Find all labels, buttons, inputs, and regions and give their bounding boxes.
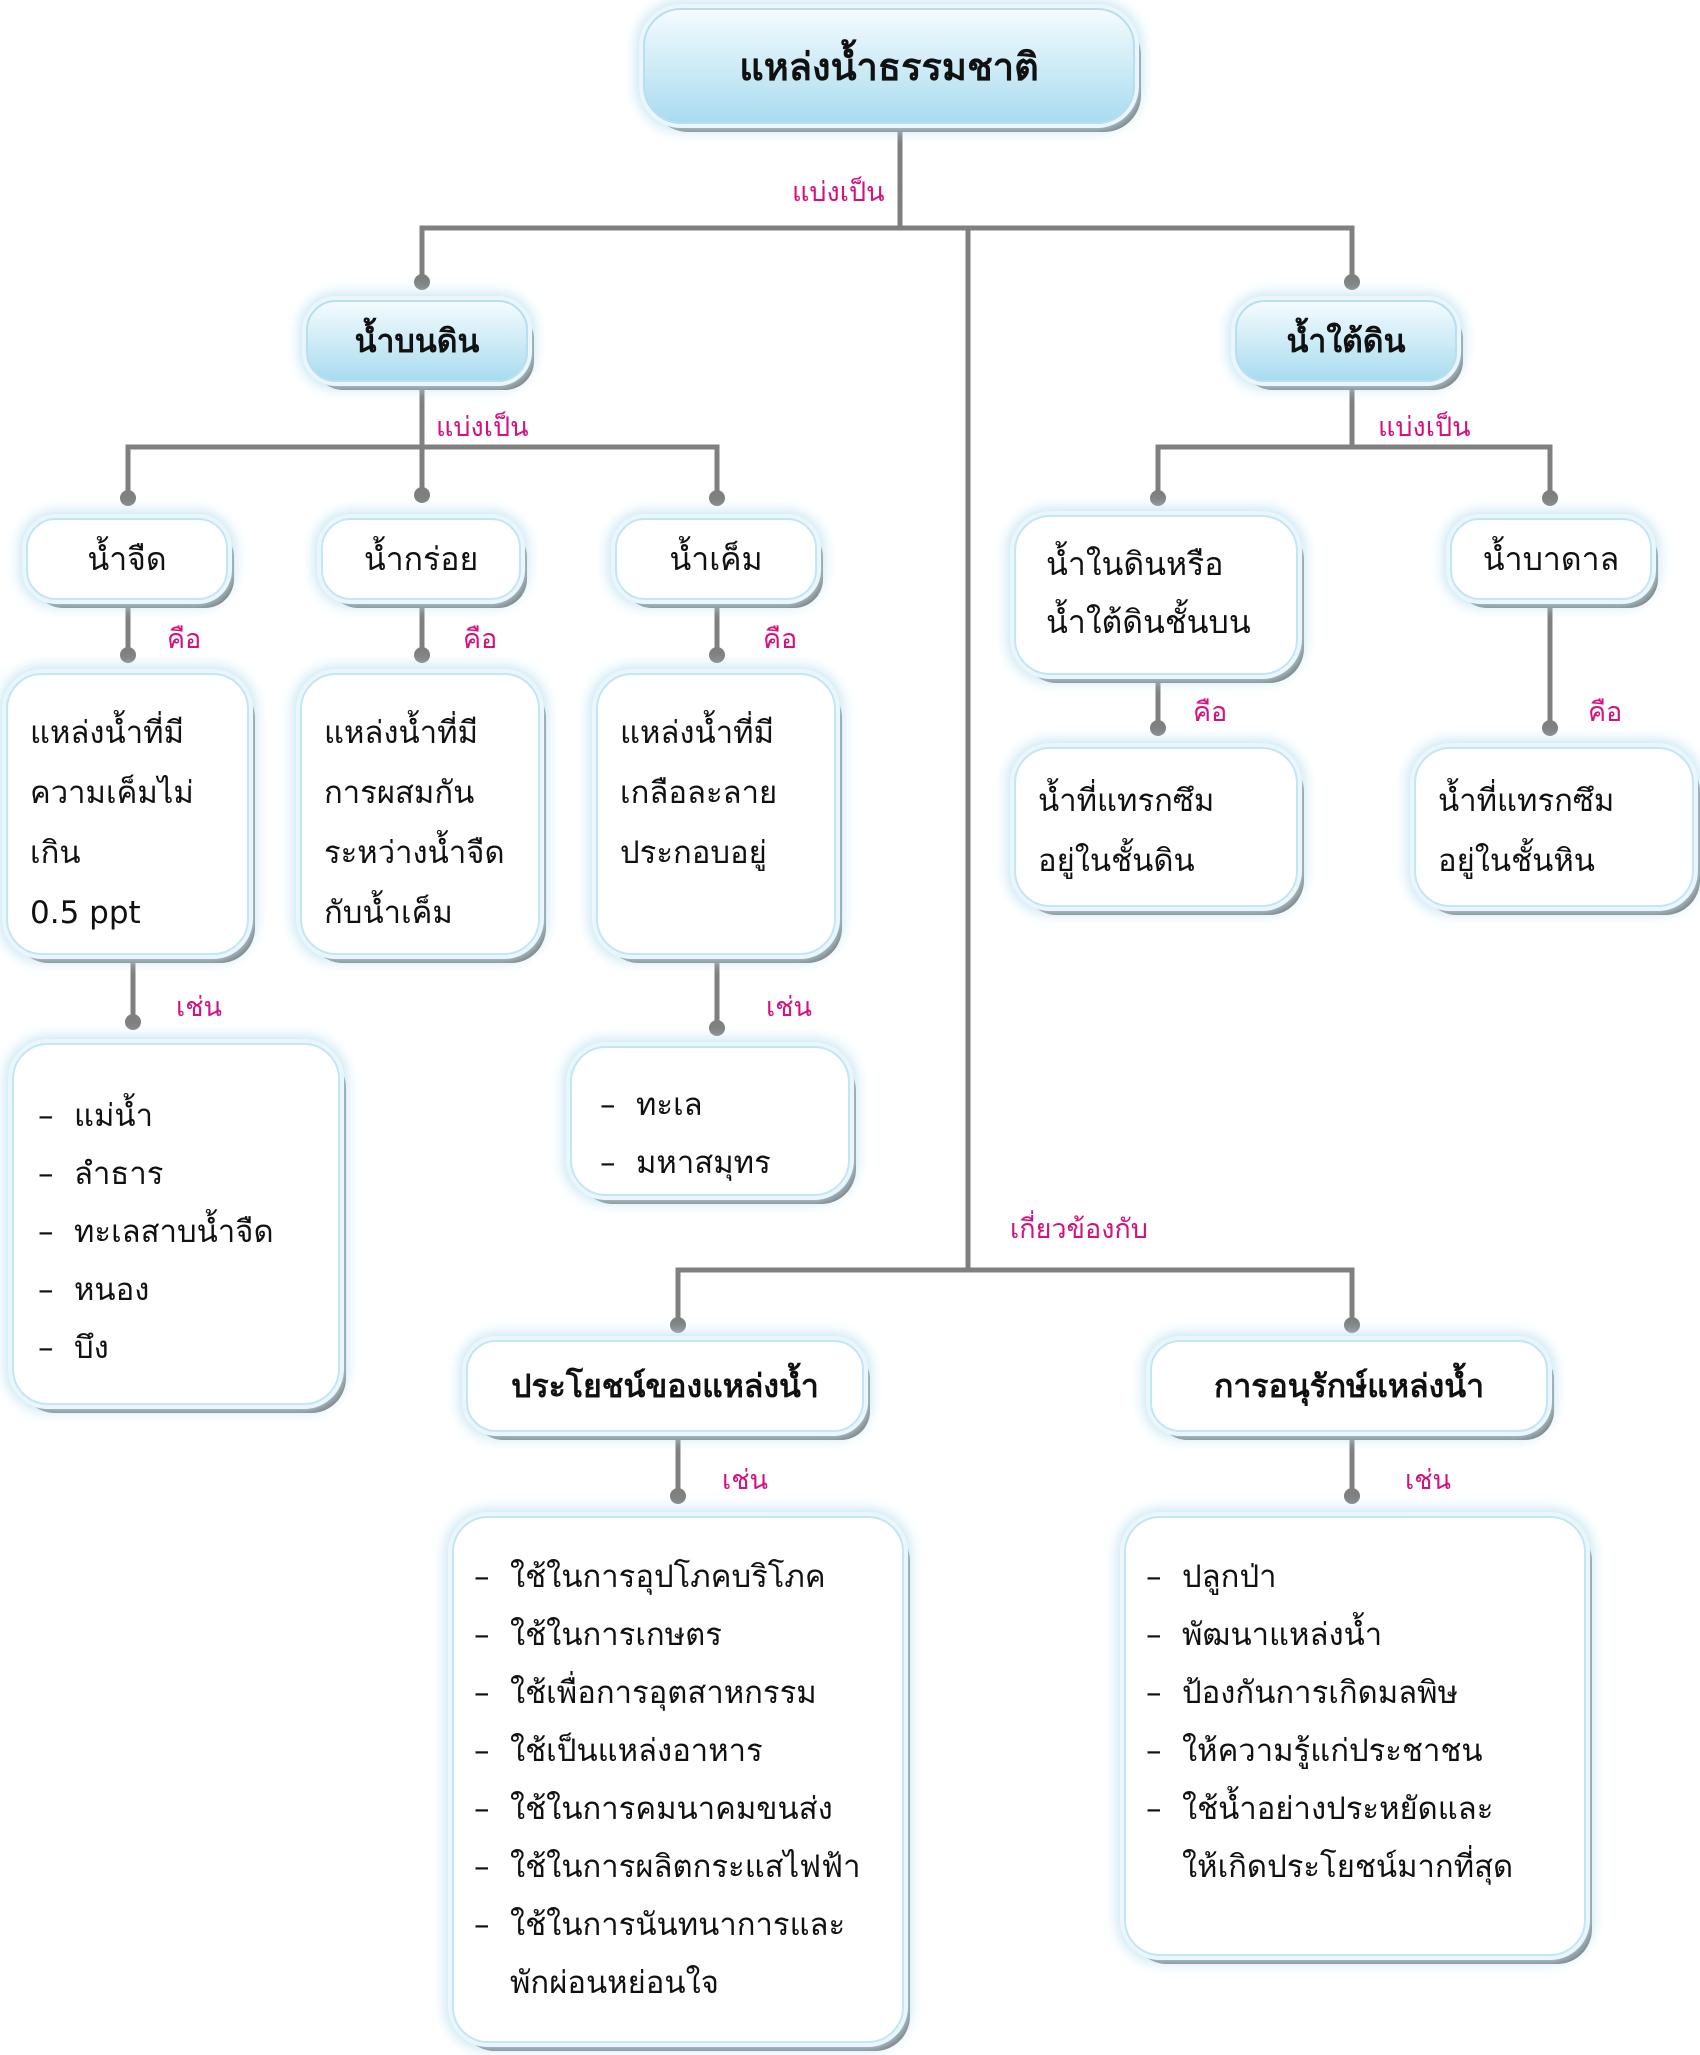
- benefit-item: ใช้ในการเกษตร: [474, 1606, 902, 1664]
- example-item: หนอง: [38, 1261, 338, 1319]
- link-label-is: คือ: [1588, 697, 1623, 728]
- node-salt-water: น้ำเค็ม: [615, 518, 817, 600]
- definition-fresh-water: แหล่งน้ำที่มี ความเค็มไม่เกิน 0.5 ppt: [6, 673, 249, 955]
- definition-brackish-water: แหล่งน้ำที่มี การผสมกัน ระหว่างน้ำจืด กั…: [300, 673, 540, 955]
- definition-salt-water: แหล่งน้ำที่มี เกลือละลาย ประกอบอยู่: [596, 673, 836, 955]
- definition-line: เกลือละลาย: [620, 775, 778, 811]
- definition-line: แหล่งน้ำที่มี: [30, 715, 185, 751]
- definition-line: ประกอบอยู่: [620, 835, 767, 871]
- example-item: ลำธาร: [38, 1145, 338, 1203]
- definition-soil-water: น้ำที่แทรกซึม อยู่ในชั้นดิน: [1014, 747, 1298, 907]
- example-item: ทะเล: [600, 1076, 848, 1134]
- node-soil-water-line: น้ำใต้ดินชั้นบน: [1046, 603, 1251, 641]
- conservation-item: พัฒนาแหล่งน้ำ: [1146, 1606, 1584, 1664]
- link-label-example: เช่น: [1405, 1465, 1452, 1496]
- example-item: มหาสมุทร: [600, 1134, 848, 1192]
- examples-salt-water: ทะเล มหาสมุทร: [570, 1046, 850, 1196]
- node-surface-water: น้ำบนดิน: [306, 300, 528, 382]
- conservation-item-continuation: ให้เกิดประโยชน์มากที่สุด: [1182, 1849, 1514, 1885]
- benefit-item: ใช้ในการคมนาคมขนส่ง: [474, 1780, 902, 1838]
- connector-examples: [130, 957, 720, 1031]
- conservation-item: ปลูกป่า: [1146, 1548, 1584, 1606]
- link-label-divide: แบ่งเป็น: [1378, 412, 1471, 443]
- link-label-example: เช่น: [722, 1465, 769, 1496]
- connector-bottom: [675, 1437, 1355, 1499]
- example-item: บึง: [38, 1319, 338, 1377]
- node-benefits: ประโยชน์ของแหล่งน้ำ: [466, 1340, 864, 1432]
- definition-line: อยู่ในชั้นดิน: [1038, 843, 1195, 879]
- benefit-item-continuation: พักผ่อนหย่อนใจ: [510, 1965, 719, 2001]
- example-item: แม่น้ำ: [38, 1087, 338, 1145]
- node-soil-water-line: น้ำในดินหรือ: [1046, 545, 1224, 583]
- definition-line: ความเค็มไม่เกิน: [30, 775, 194, 871]
- link-label-divide: แบ่งเป็น: [436, 412, 529, 443]
- benefit-item: ใช้ในการผลิตกระแสไฟฟ้า: [474, 1838, 902, 1896]
- benefit-item: ใช้เป็นแหล่งอาหาร: [474, 1722, 902, 1780]
- connector-ground: [1155, 385, 1553, 501]
- node-conservation: การอนุรักษ์แหล่งน้ำ: [1150, 1340, 1548, 1432]
- definition-artesian-water: น้ำที่แทรกซึม อยู่ในชั้นหิน: [1414, 747, 1694, 907]
- benefit-item: ใช้ในการอุปโภคบริโภค: [474, 1548, 902, 1606]
- link-label-divide: แบ่งเป็น: [792, 177, 885, 208]
- conservation-item: ใช้น้ำอย่างประหยัดและ: [1146, 1780, 1584, 1838]
- conservation-item: ให้ความรู้แก่ประชาชน: [1146, 1722, 1584, 1780]
- link-label-is: คือ: [763, 624, 798, 655]
- examples-fresh-water: แม่น้ำ ลำธาร ทะเลสาบน้ำจืด หนอง บึง: [12, 1043, 340, 1405]
- connector-defs: [125, 597, 1553, 731]
- definition-line: น้ำที่แทรกซึม: [1438, 783, 1615, 819]
- conservation-item: ป้องกันการเกิดมลพิษ: [1146, 1664, 1584, 1722]
- node-fresh-water: น้ำจืด: [26, 518, 228, 600]
- link-label-is: คือ: [1193, 697, 1228, 728]
- link-label-is: คือ: [463, 624, 498, 655]
- link-label-related: เกี่ยวข้องกับ: [1010, 1214, 1148, 1245]
- definition-line: 0.5 ppt: [30, 895, 141, 931]
- connector-trunk: [675, 225, 1355, 1328]
- node-brackish-water: น้ำกร่อย: [321, 518, 521, 600]
- link-label-example: เช่น: [176, 992, 223, 1023]
- definition-line: น้ำที่แทรกซึม: [1038, 783, 1215, 819]
- definition-line: กับน้ำเค็ม: [324, 895, 453, 931]
- definition-line: ระหว่างน้ำจืด: [324, 835, 505, 871]
- diagram-title: แหล่งน้ำธรรมชาติ: [643, 8, 1135, 124]
- definition-line: แหล่งน้ำที่มี: [620, 715, 775, 751]
- node-soil-water: น้ำในดินหรือ น้ำใต้ดินชั้นบน: [1014, 515, 1298, 675]
- connector-title: [419, 127, 1355, 285]
- benefit-item: ใช้เพื่อการอุตสาหกรรม: [474, 1664, 902, 1722]
- example-item: ทะเลสาบน้ำจืด: [38, 1203, 338, 1261]
- definition-line: แหล่งน้ำที่มี: [324, 715, 479, 751]
- conservation-list: ปลูกป่า พัฒนาแหล่งน้ำ ป้องกันการเกิดมลพิ…: [1124, 1516, 1586, 1956]
- connector-surface: [125, 385, 720, 501]
- node-groundwater: น้ำใต้ดิน: [1235, 300, 1457, 382]
- benefits-list: ใช้ในการอุปโภคบริโภค ใช้ในการเกษตร ใช้เพ…: [452, 1516, 904, 2043]
- definition-line: การผสมกัน: [324, 775, 475, 811]
- node-artesian-water: น้ำบาดาล: [1450, 518, 1652, 600]
- link-label-example: เช่น: [766, 992, 813, 1023]
- benefit-item: ใช้ในการนันทนาการและ: [474, 1896, 902, 1954]
- link-label-is: คือ: [167, 624, 202, 655]
- definition-line: อยู่ในชั้นหิน: [1438, 843, 1595, 879]
